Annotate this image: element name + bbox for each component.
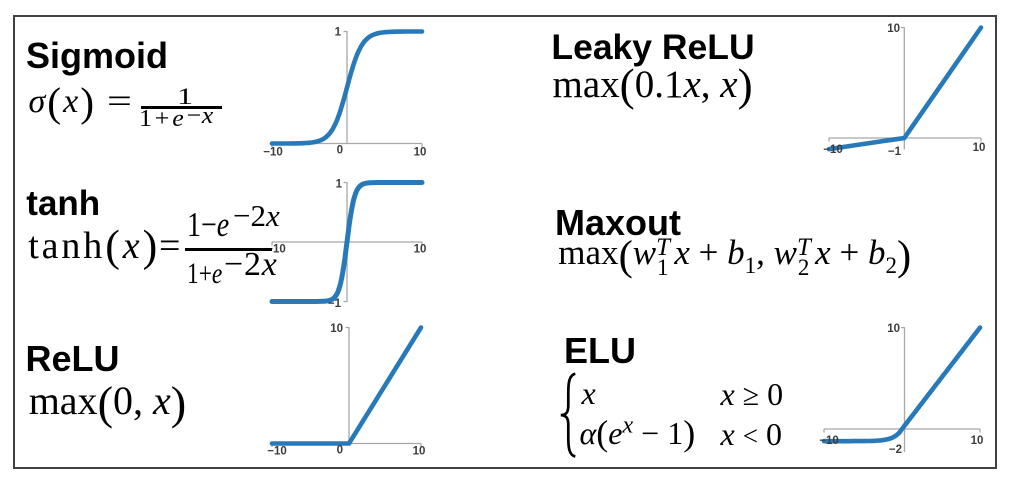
svg-text:10: 10 (414, 147, 427, 159)
svg-text:1: 1 (336, 179, 343, 191)
svg-text:−10: −10 (266, 244, 286, 256)
svg-text:−1: −1 (888, 146, 902, 158)
svg-text:10: 10 (887, 323, 900, 335)
svg-text:10: 10 (973, 142, 986, 154)
svg-text:−10: −10 (819, 435, 839, 447)
svg-text:0: 0 (337, 145, 343, 157)
svg-text:0: 0 (337, 445, 343, 457)
svg-text:10: 10 (414, 244, 427, 256)
svg-text:1: 1 (335, 27, 342, 39)
svg-text:10: 10 (887, 23, 900, 35)
svg-text:−10: −10 (267, 446, 287, 458)
svg-text:10: 10 (413, 446, 426, 458)
svg-text:−2: −2 (889, 444, 902, 456)
svg-text:10: 10 (330, 323, 343, 335)
svg-text:10: 10 (971, 435, 984, 447)
svg-text:−10: −10 (823, 144, 843, 156)
svg-text:−10: −10 (263, 147, 283, 159)
svg-text:−1: −1 (328, 298, 342, 310)
